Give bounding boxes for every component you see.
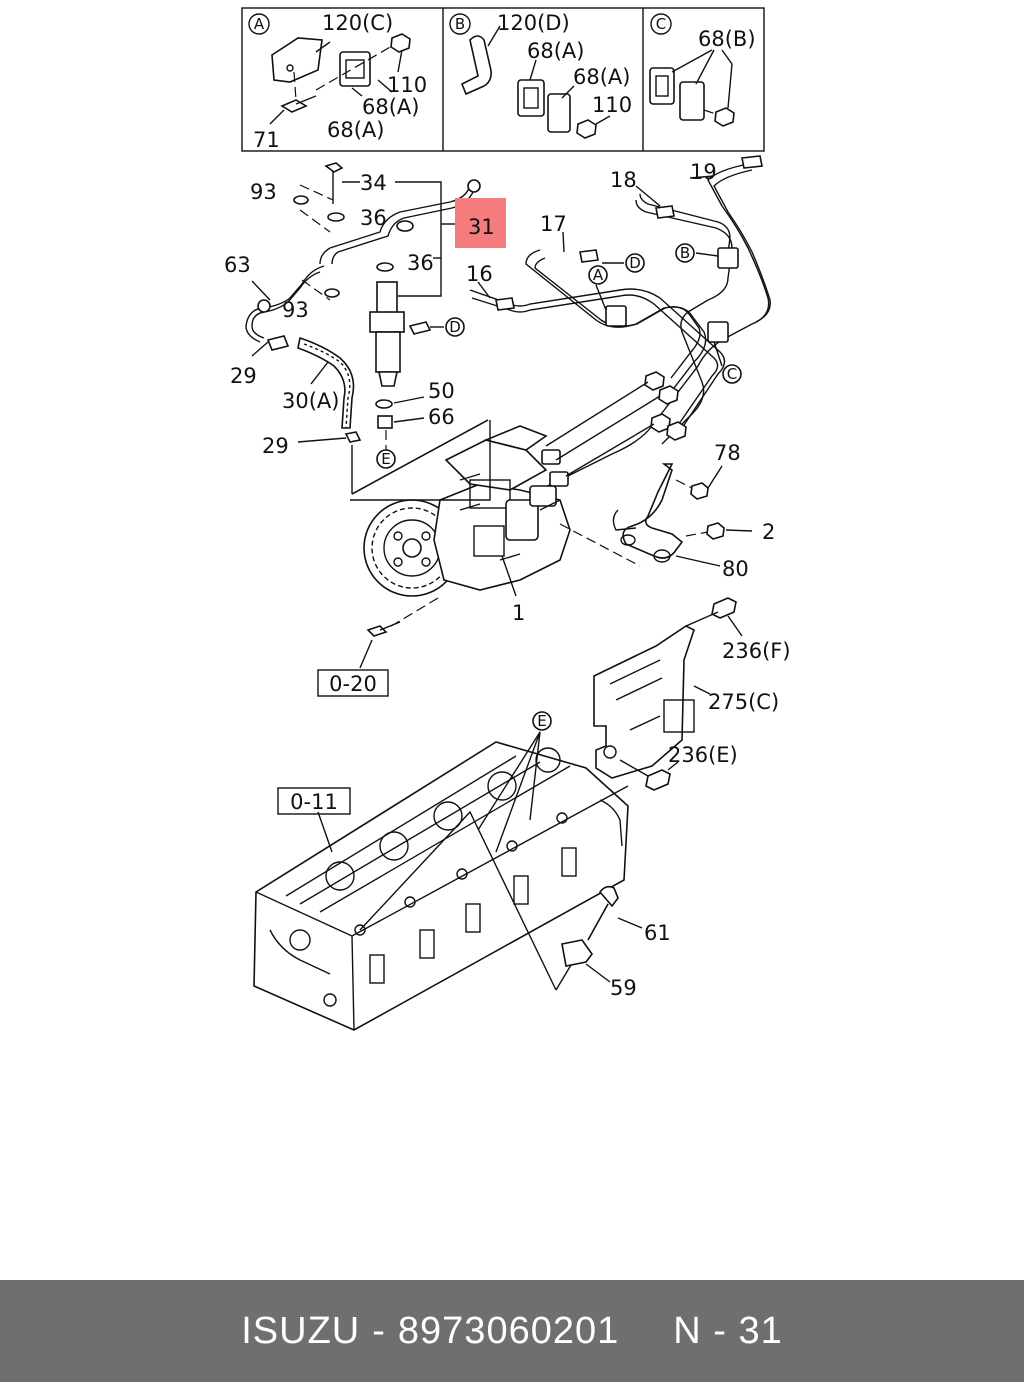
inset-b-label-68a-1: 68(A) <box>527 39 584 63</box>
inset-b-label-68a-2: 68(A) <box>573 65 630 89</box>
footer-brand: ISUZU <box>241 1309 361 1352</box>
inset-panel-b: B 120(D) 68(A) 68(A) 110 <box>449 11 632 139</box>
pump-bracket <box>612 463 753 567</box>
parts-diagram: A 120(C) 110 68(A) 68(A) 71 B <box>224 7 791 1031</box>
callout-19: 19 <box>690 160 717 184</box>
ref-box-0-11: 0-11 <box>290 790 338 814</box>
inset-panel-c-letter: C <box>656 15 666 33</box>
bolt-0-20: 0-20 <box>317 621 401 697</box>
callout-275c: 275(C) <box>708 690 779 714</box>
callout-59: 59 <box>610 976 637 1000</box>
circle-ref-d: D <box>629 254 641 272</box>
callout-36: 36 <box>360 206 387 230</box>
cylinder-head: 0-11 <box>253 731 643 1031</box>
callout-93-lower: 93 <box>282 298 309 322</box>
circle-ref-a: A <box>593 266 604 284</box>
ref-box-0-20: 0-20 <box>329 672 377 696</box>
callout-61: 61 <box>644 921 671 945</box>
callout-34: 34 <box>360 171 387 195</box>
high-pressure-pipes <box>469 155 771 501</box>
circle-ref-d-injector: D <box>449 318 461 336</box>
callout-236f: 236(F) <box>722 639 791 663</box>
callout-78: 78 <box>714 441 741 465</box>
callout-2: 2 <box>762 520 775 544</box>
circle-ref-e: E <box>381 450 390 468</box>
inset-a-label-110: 110 <box>387 73 427 97</box>
inset-a-label-68a-1: 68(A) <box>362 95 419 119</box>
footer-ref: N - 31 <box>673 1309 783 1352</box>
callout-66: 66 <box>428 405 455 429</box>
circle-ref-b: B <box>680 244 690 262</box>
inset-a-label-71: 71 <box>253 128 280 152</box>
callout-50: 50 <box>428 379 455 403</box>
callouts: 34 93 36 31 36 63 93 29 30(A) 50 66 29 1… <box>224 160 791 1000</box>
highlight-box <box>455 198 506 248</box>
injector-assembly <box>245 162 489 495</box>
callout-63: 63 <box>224 253 251 277</box>
inset-panel-b-letter: B <box>455 15 465 33</box>
callout-29: 29 <box>230 364 257 388</box>
circle-ref-e-head: E <box>537 712 546 730</box>
inset-panel-c: C 68(B) <box>649 13 756 127</box>
inset-a-label-68a-2: 68(A) <box>327 118 384 142</box>
injection-pump <box>350 381 661 629</box>
callout-29-lower: 29 <box>262 434 289 458</box>
inset-panel-a: A 120(C) 110 68(A) 68(A) 71 <box>248 11 427 152</box>
footer-part-number: 8973060201 <box>397 1309 620 1352</box>
circle-ref-c: C <box>727 365 737 383</box>
inset-box <box>241 7 765 152</box>
callout-16: 16 <box>466 262 493 286</box>
circle-refs: A B C D D E E <box>376 243 742 731</box>
footer-bar: ISUZU - 8973060201 N - 31 <box>0 1280 1024 1382</box>
callout-18: 18 <box>610 168 637 192</box>
callout-93: 93 <box>250 180 277 204</box>
callout-236e: 236(E) <box>668 743 738 767</box>
footer-separator: - <box>372 1309 386 1352</box>
callout-30a: 30(A) <box>282 389 339 413</box>
callout-36-lower: 36 <box>407 251 434 275</box>
inset-b-label-120d: 120(D) <box>497 11 570 35</box>
inset-b-label-110: 110 <box>592 93 632 117</box>
inset-c-label-68b: 68(B) <box>698 27 756 51</box>
callout-31: 31 <box>468 215 495 239</box>
inset-panel-a-letter: A <box>254 15 265 33</box>
callout-17: 17 <box>540 212 567 236</box>
callout-80: 80 <box>722 557 749 581</box>
cover-275c <box>593 597 743 791</box>
callout-1: 1 <box>512 601 525 625</box>
inset-a-label-120c: 120(C) <box>322 11 393 35</box>
